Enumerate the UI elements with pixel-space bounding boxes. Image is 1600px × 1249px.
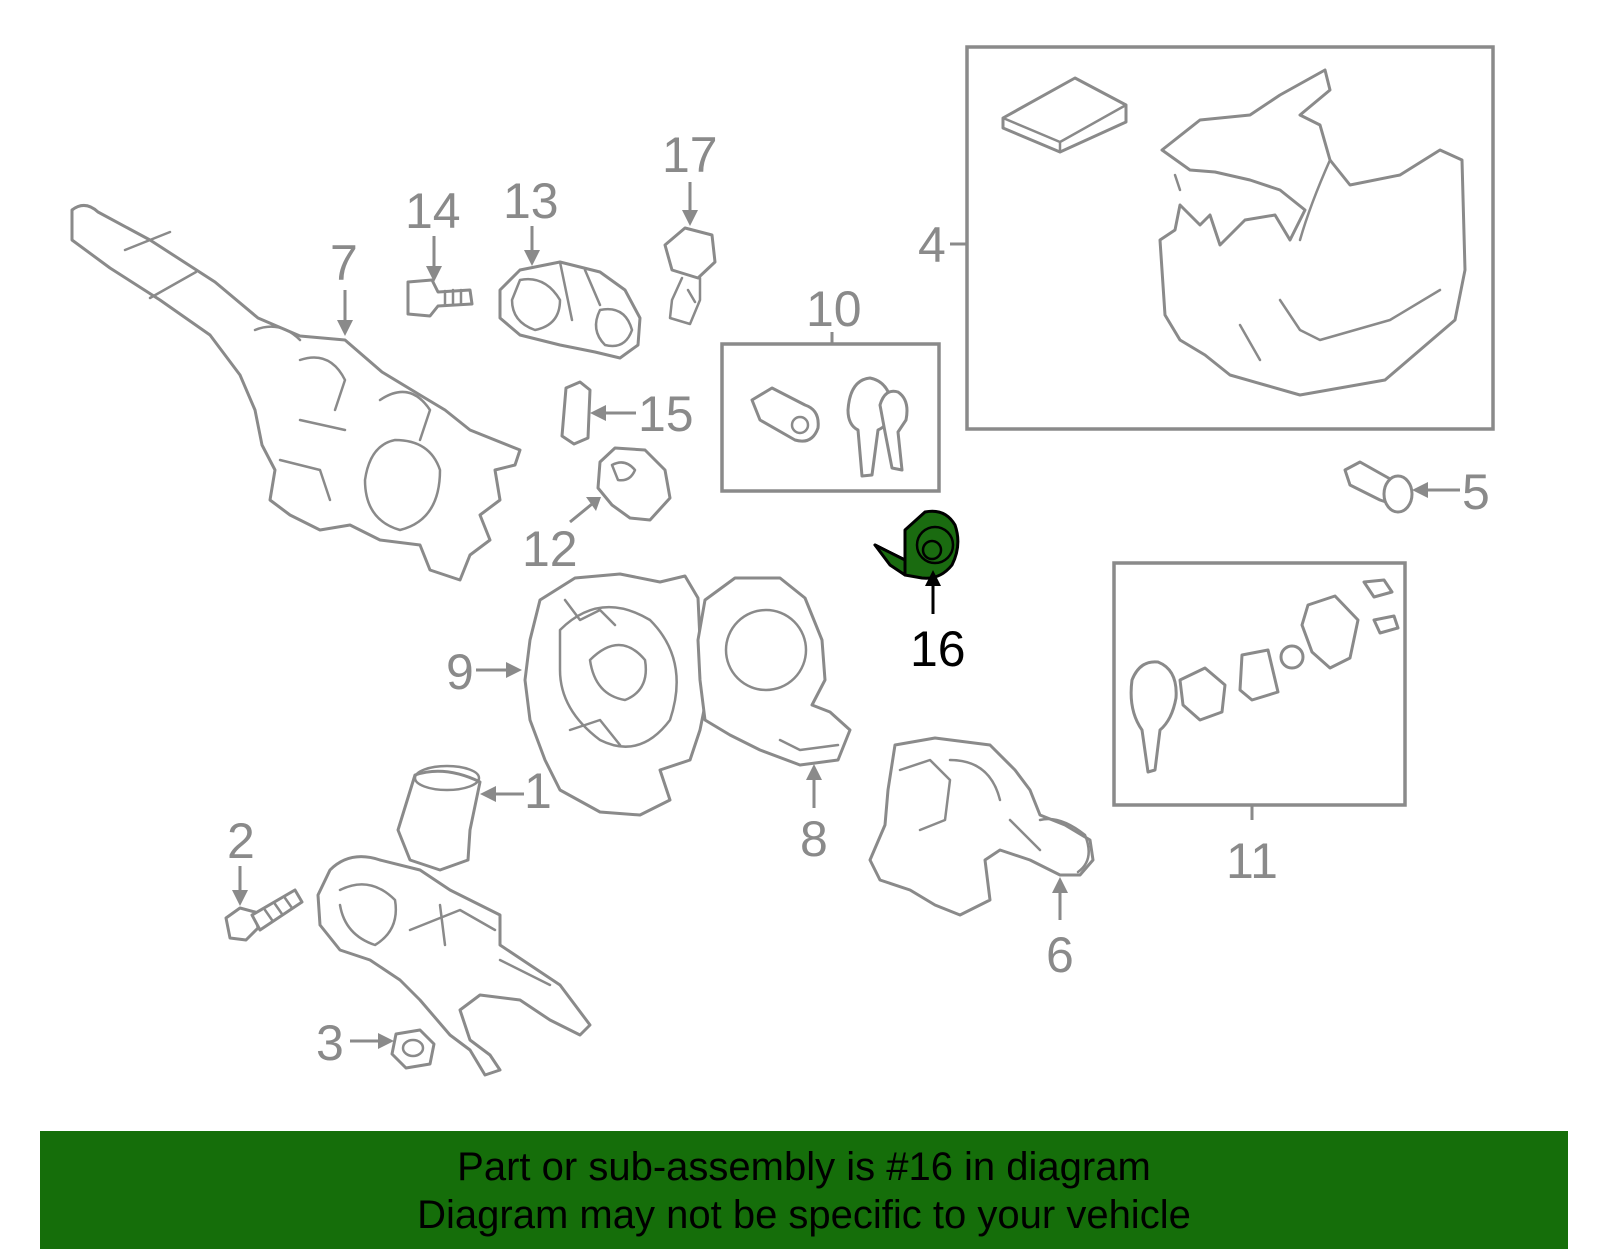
part-2-bolt[interactable]	[224, 888, 304, 942]
callout-17[interactable]: 17	[662, 127, 718, 226]
part-7-wiper-switch[interactable]	[70, 204, 522, 582]
callout-5-label: 5	[1462, 464, 1490, 520]
part-10-lock-cylinder-keys[interactable]	[750, 376, 909, 478]
callout-6-label: 6	[1046, 927, 1074, 983]
callout-10[interactable]: 10	[806, 281, 862, 344]
callout-15-label: 15	[638, 386, 694, 442]
callout-9[interactable]: 9	[446, 644, 522, 700]
part-1-steering-column[interactable]	[316, 764, 592, 1077]
parts-diagram: 7 14 13 17 15	[70, 45, 1495, 1077]
callout-6[interactable]: 6	[1046, 877, 1074, 983]
part-11-remote-key-set[interactable]	[1129, 578, 1400, 774]
part-16-highlighted[interactable]	[873, 509, 960, 580]
banner-line-2: Diagram may not be specific to your vehi…	[417, 1193, 1191, 1237]
callout-13[interactable]: 13	[503, 173, 559, 266]
callout-14[interactable]: 14	[405, 183, 461, 282]
callout-12-label: 12	[522, 521, 578, 577]
part-3-nut[interactable]	[390, 1028, 436, 1070]
info-banner: Part or sub-assembly is #16 in diagram D…	[40, 1131, 1568, 1249]
part-12-sensor[interactable]	[596, 446, 672, 522]
part-8-spiral-cable[interactable]	[696, 576, 852, 767]
callout-2[interactable]: 2	[227, 813, 255, 906]
part-13-lock-housing[interactable]	[498, 260, 642, 360]
part-17-connector[interactable]	[663, 226, 717, 326]
part-5-screw[interactable]	[1343, 460, 1414, 514]
kit-box-11	[1112, 561, 1407, 807]
callout-16-label: 16	[910, 621, 966, 677]
part-6-light-switch[interactable]	[868, 736, 1095, 917]
callout-15[interactable]: 15	[590, 386, 694, 442]
callout-3[interactable]: 3	[316, 1015, 394, 1071]
callout-10-label: 10	[806, 281, 862, 337]
part-15-clip[interactable]	[560, 380, 592, 446]
callout-16[interactable]: 16	[910, 570, 966, 677]
callout-1-label: 1	[524, 763, 552, 819]
callout-8[interactable]: 8	[800, 764, 828, 867]
callout-14-label: 14	[405, 183, 461, 239]
callout-3-label: 3	[316, 1015, 344, 1071]
callout-2-label: 2	[227, 813, 255, 869]
part-4-column-cover[interactable]	[1001, 68, 1467, 397]
callout-12[interactable]: 12	[522, 497, 601, 577]
callout-13-label: 13	[503, 173, 559, 229]
kit-box-4	[965, 45, 1495, 431]
callout-4-label: 4	[918, 217, 946, 273]
banner-line-1: Part or sub-assembly is #16 in diagram	[457, 1145, 1151, 1189]
part-9-clock-spring[interactable]	[523, 572, 712, 817]
callout-7[interactable]: 7	[330, 235, 358, 336]
callout-4[interactable]: 4	[918, 217, 967, 273]
callout-7-label: 7	[330, 235, 358, 291]
callout-17-label: 17	[662, 127, 718, 183]
callout-5[interactable]: 5	[1412, 464, 1490, 520]
callout-8-label: 8	[800, 811, 828, 867]
callout-1[interactable]: 1	[480, 763, 552, 819]
callout-11[interactable]: 11	[1226, 805, 1278, 889]
callout-11-label: 11	[1226, 833, 1278, 889]
callout-9-label: 9	[446, 644, 474, 700]
part-14-bolt[interactable]	[406, 278, 474, 318]
